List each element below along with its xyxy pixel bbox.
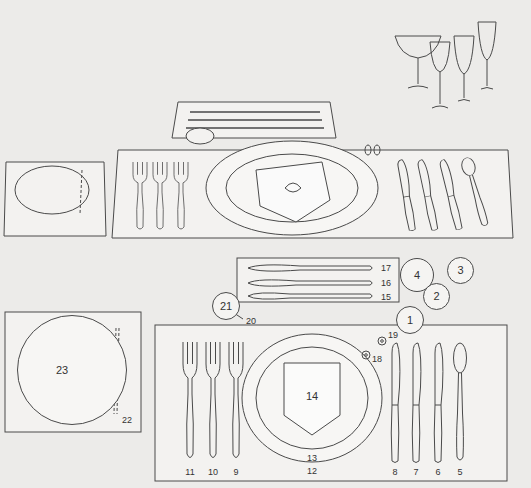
item-circle: 2 [423, 283, 450, 310]
callout-number: 18 [372, 355, 382, 364]
callout-number: 22 [122, 416, 132, 425]
node-outline [17, 315, 127, 425]
callout-number: 14 [306, 391, 318, 402]
callout-number: 6 [435, 468, 440, 477]
item-circle: 21 [212, 292, 240, 320]
callout-number: 4 [414, 270, 420, 281]
callout-number: 1 [407, 315, 413, 326]
plan-view [5, 258, 507, 481]
callout-number: 17 [381, 264, 391, 273]
callout-number: 12 [307, 467, 317, 476]
callout-number: 16 [381, 279, 391, 288]
callout-number: 15 [381, 293, 391, 302]
callout-number: 19 [388, 331, 398, 340]
callout-number: 7 [413, 468, 418, 477]
callout-number: 9 [233, 468, 238, 477]
item-circle: 3 [447, 257, 474, 284]
callout-number: 13 [307, 454, 317, 463]
item-circle: 1 [396, 306, 424, 334]
callout-number: 5 [457, 468, 462, 477]
callout-number: 10 [208, 468, 218, 477]
callout-number: 21 [220, 301, 232, 312]
item-circle: 23 [17, 315, 127, 425]
callout-number: 8 [392, 468, 397, 477]
napkin-shape: 14 [283, 362, 341, 436]
perspective-sketch [4, 22, 513, 238]
glasses-sketch [395, 22, 496, 108]
callout-number: 3 [457, 265, 463, 276]
callout-number: 23 [56, 365, 68, 376]
callout-number: 11 [185, 468, 194, 477]
callout-number: 20 [246, 317, 256, 326]
callout-number: 2 [433, 291, 439, 302]
